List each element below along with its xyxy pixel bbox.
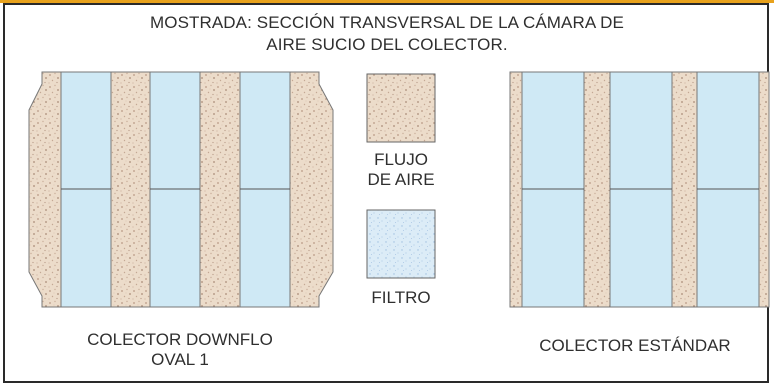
downflo-filter-2 <box>149 71 201 308</box>
downflo-caption-line-2: OVAL 1 <box>151 350 209 369</box>
standard-collector <box>509 71 770 308</box>
legend-filter-label: FILTRO <box>371 288 431 307</box>
legend-airflow-swatch <box>366 73 436 143</box>
downflo-filter-3 <box>239 71 291 308</box>
standard-filter-1 <box>521 71 585 308</box>
standard-filter-2 <box>609 71 673 308</box>
legend-filter-swatch <box>366 209 436 279</box>
top-accent-rule <box>0 0 774 3</box>
legend-airflow-label-line-1: FLUJO <box>374 150 428 169</box>
standard-caption: COLECTOR ESTÁNDAR <box>539 336 731 355</box>
title-line-2: AIRE SUCIO DEL COLECTOR. <box>266 35 508 54</box>
downflo-filter-1 <box>60 71 112 308</box>
downflo-oval-collector <box>28 71 334 308</box>
downflo-caption-line-1: COLECTOR DOWNFLO <box>87 330 273 349</box>
downflo-caption: COLECTOR DOWNFLO OVAL 1 <box>20 330 340 370</box>
legend-airflow-label-line-2: DE AIRE <box>367 170 435 189</box>
title-line-1: MOSTRADA: SECCIÓN TRANSVERSAL DE LA CÁMA… <box>149 13 624 32</box>
diagram-title: MOSTRADA: SECCIÓN TRANSVERSAL DE LA CÁMA… <box>0 12 774 56</box>
standard-filter-3 <box>696 71 760 308</box>
legend-airflow-label: FLUJO DE AIRE <box>335 150 467 190</box>
